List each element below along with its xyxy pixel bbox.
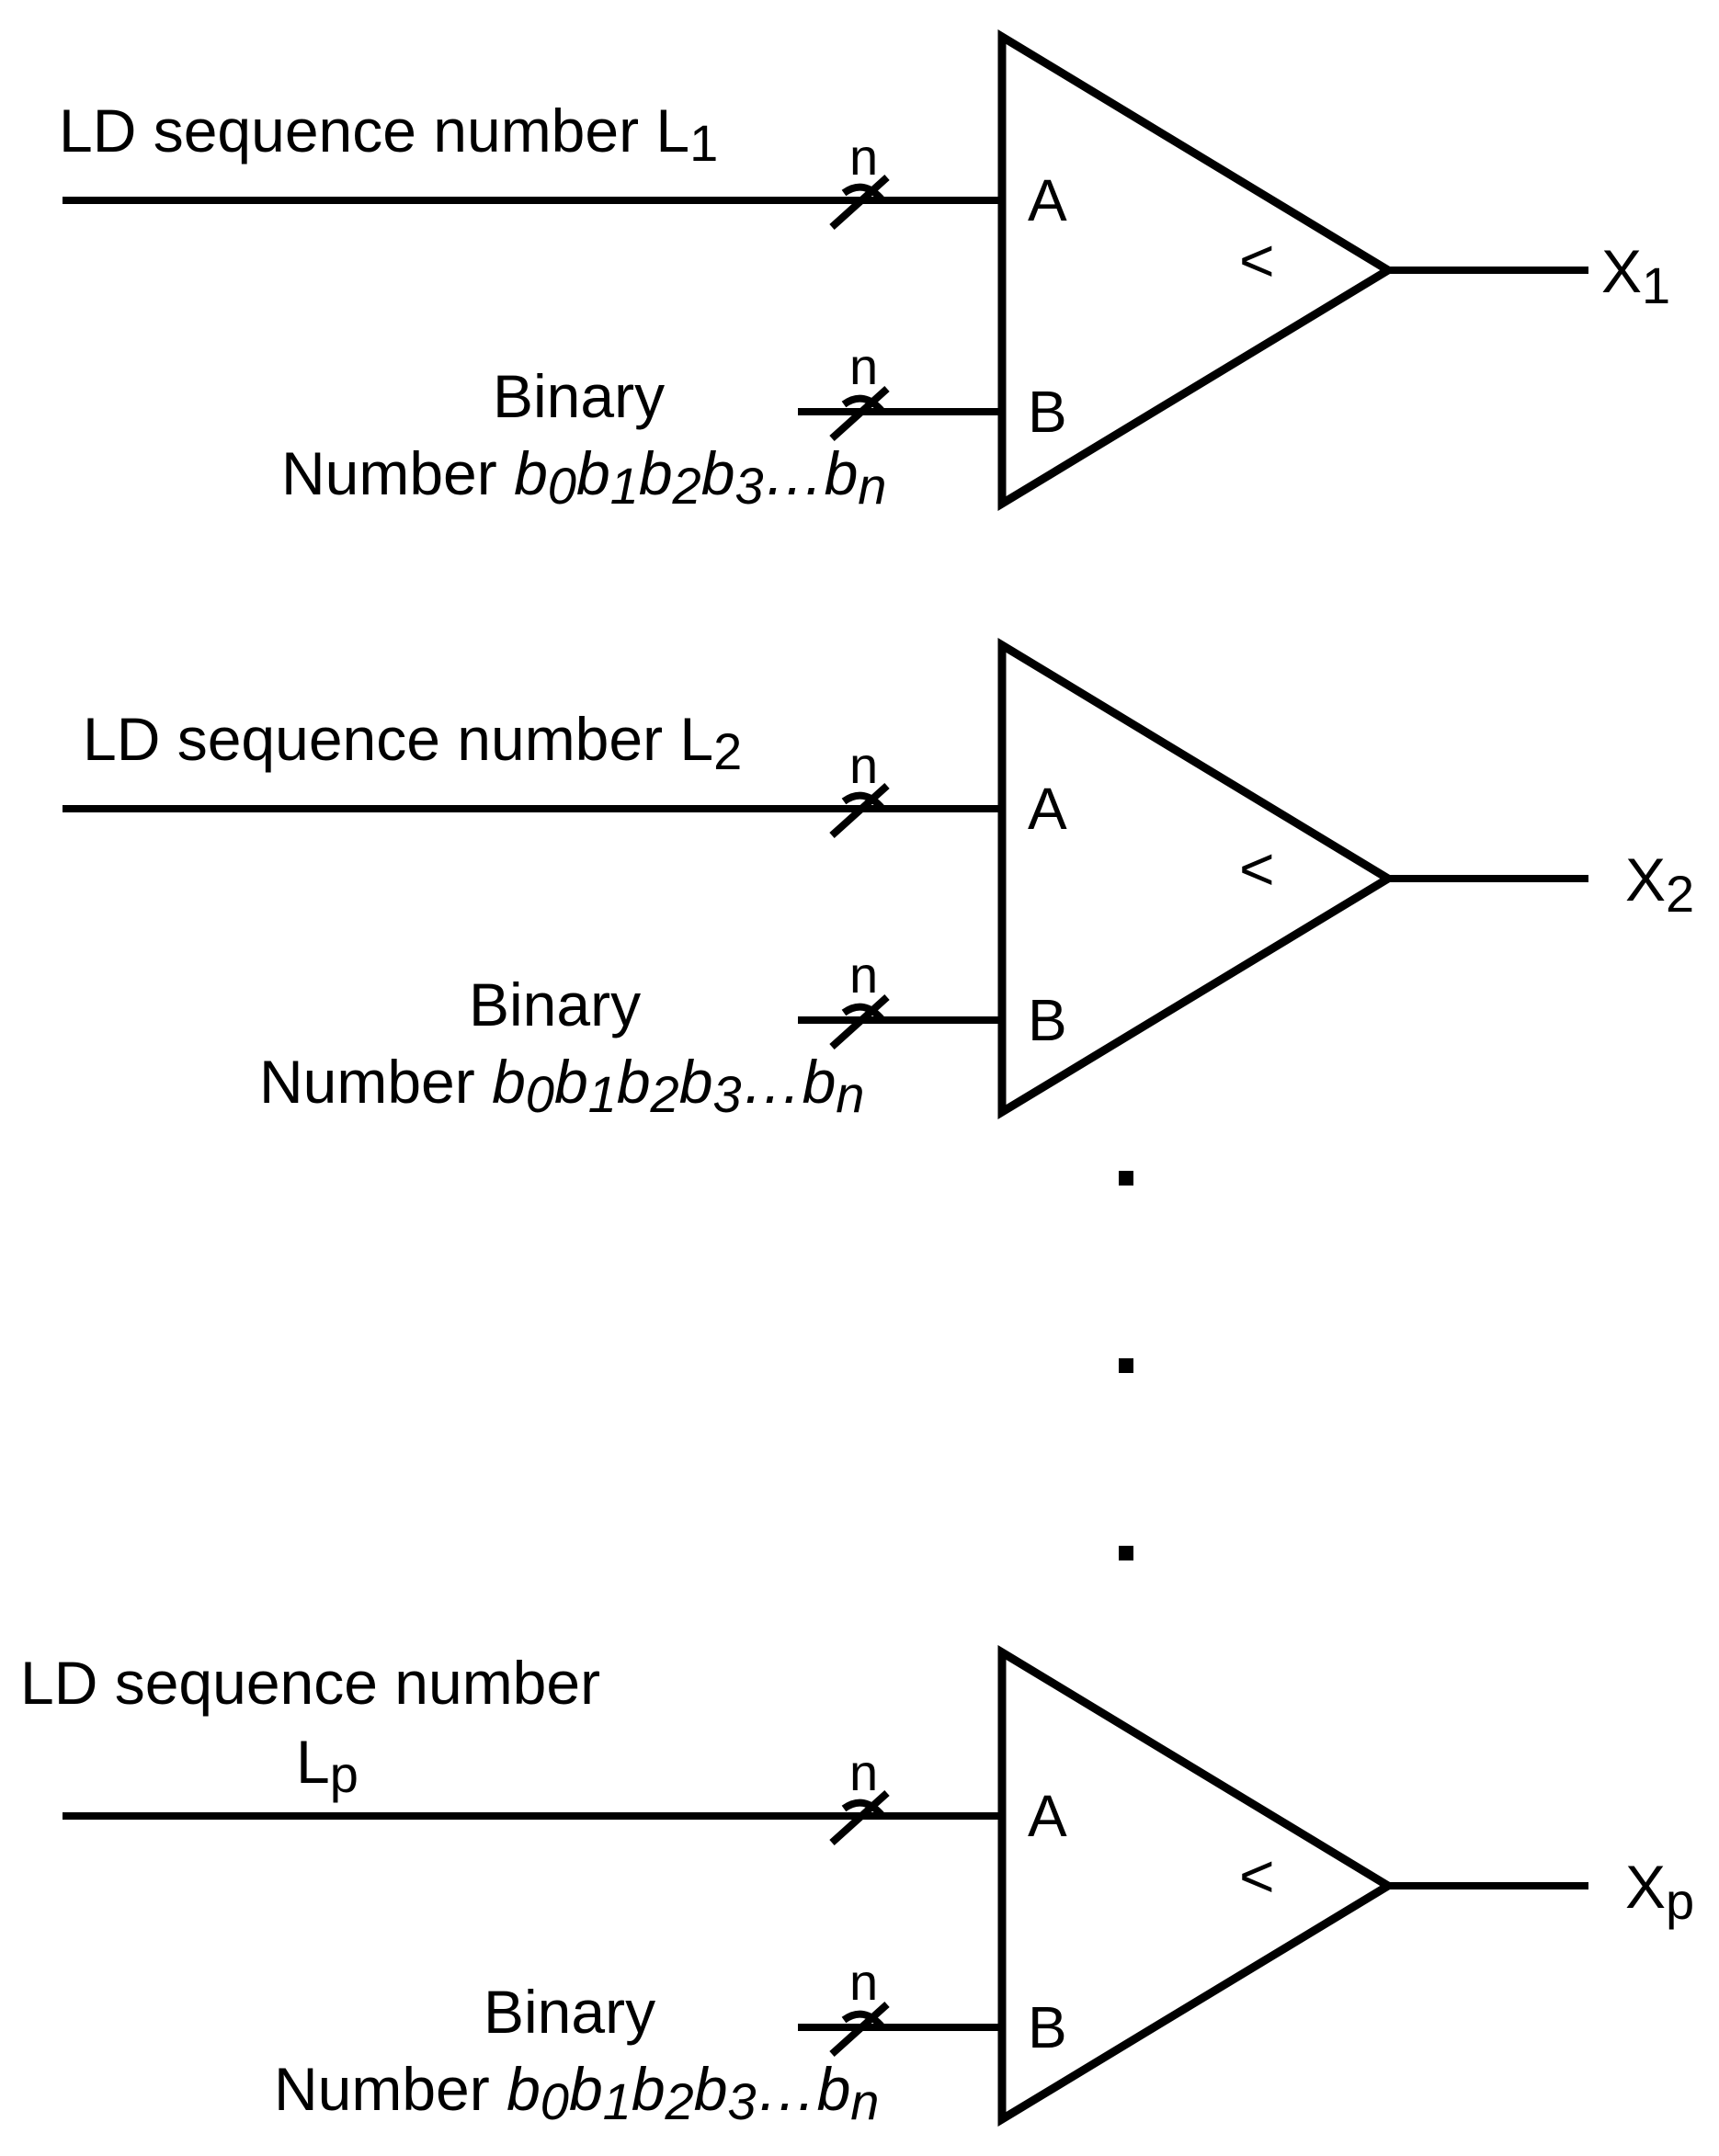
operator-p: < [1239,1842,1275,1910]
pin-b-p: B [1028,1994,1067,2060]
input-b-line2-1: Number b0b1b2b3…bn [281,439,886,515]
pin-b-2: B [1028,987,1067,1053]
output-label-1: X1 [1601,237,1670,314]
input-a-line2-p: Lp [296,1728,359,1803]
input-a-label-1: LD sequence number L1 [59,96,718,172]
output-label-p: Xp [1625,1853,1694,1930]
comparator-body-2 [997,638,1396,1119]
ellipsis-dot-2 [1119,1358,1133,1373]
comparator-2: LD sequence number L2 n n A B < X2 Binar… [63,638,1694,1123]
bus-slash-a-1 [829,175,890,230]
comparator-body-p [997,1645,1396,2127]
bus-slash-a-2 [829,783,890,838]
operator-1: < [1239,226,1275,294]
bus-width-a-p: n [849,1743,878,1801]
bus-slash-b-2 [829,994,890,1050]
comparator-body-1 [997,29,1396,511]
bus-slash-a-p [829,1790,890,1845]
comparator-1: LD sequence number L1 n n A B < X1 Binar… [59,29,1670,515]
comparator-p: LD sequence number Lp n n A B < Xp Binar… [20,1645,1694,2130]
output-label-2: X2 [1625,845,1694,923]
input-b-line1-p: Binary [484,1978,655,2046]
bus-width-a-1: n [849,128,878,186]
bus-slash-b-1 [829,386,890,441]
ellipsis-dot-3 [1119,1546,1133,1560]
pin-a-1: A [1028,167,1067,233]
input-a-label-2: LD sequence number L2 [83,705,742,780]
pin-a-2: A [1028,776,1067,842]
input-b-line2-2: Number b0b1b2b3…bn [259,1048,864,1123]
input-a-label-p: LD sequence number [20,1649,600,1717]
pin-b-1: B [1028,379,1067,445]
pin-a-p: A [1028,1783,1067,1849]
bus-slash-b-p [829,2002,890,2057]
ellipsis-dot-1 [1119,1171,1133,1186]
bus-width-a-2: n [849,736,878,794]
operator-2: < [1239,834,1275,902]
bus-width-b-2: n [849,946,878,1004]
vertical-ellipsis [1119,1171,1133,1560]
input-b-line1-2: Binary [469,970,641,1038]
bus-width-b-p: n [849,1953,878,2011]
input-b-line1-1: Binary [493,362,665,430]
input-b-line2-p: Number b0b1b2b3…bn [274,2055,879,2130]
bus-width-b-1: n [849,337,878,395]
